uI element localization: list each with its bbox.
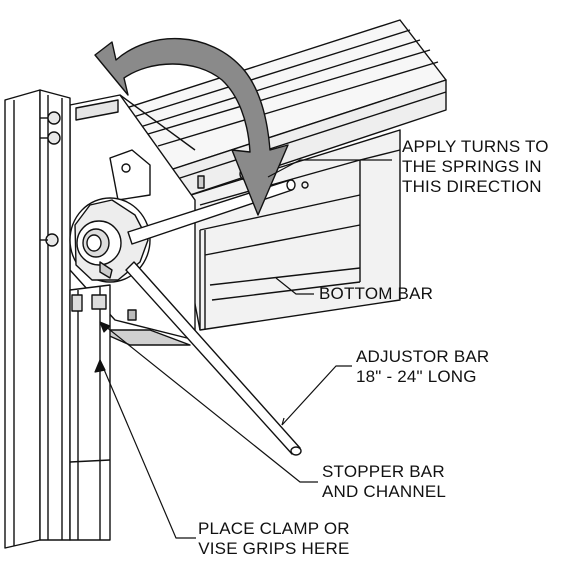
apply-turns-label: APPLY TURNS TO THE SPRINGS IN THIS DIREC… (402, 137, 549, 197)
bottom-bar-leader (275, 277, 314, 295)
place-clamp-label: PLACE CLAMP OR VISE GRIPS HERE (198, 519, 350, 559)
apply-turns-line-3: THIS DIRECTION (402, 177, 542, 196)
bottom-bar-line-1: BOTTOM BAR (319, 284, 434, 303)
apply-turns-line-2: THE SPRINGS IN (402, 157, 542, 176)
stopper-bar-leader (99, 321, 318, 483)
place-clamp-leader (99, 359, 196, 539)
stopper-bar-line-2: AND CHANNEL (322, 482, 447, 501)
winding-cone (69, 197, 151, 283)
apply-turns-leader (267, 159, 392, 178)
adjustor-arrow-head (281, 417, 285, 426)
adjustor-bar-leader (281, 365, 352, 426)
adjustor-bar-line-1: ADJUSTOR BAR (356, 347, 490, 366)
place-clamp-line-1: PLACE CLAMP OR (198, 519, 350, 538)
adjustor-bar-lower (125, 261, 302, 456)
stopper-bar-line-1: STOPPER BAR (322, 462, 445, 481)
adjustor-bar-label: ADJUSTOR BAR 18" - 24" LONG (356, 347, 489, 387)
bottom-bar-label: BOTTOM BAR (319, 284, 433, 304)
rotation-arrow (94, 37, 289, 216)
bearing-bracket (109, 149, 151, 201)
leader-lines (94, 159, 392, 539)
adjustor-bar-line-2: 18" - 24" LONG (356, 367, 477, 386)
apply-turns-line-1: APPLY TURNS TO (402, 137, 549, 156)
vertical-channel (4, 89, 111, 549)
stopper-bar-label: STOPPER BAR AND CHANNEL (322, 462, 446, 502)
place-clamp-line-2: VISE GRIPS HERE (198, 539, 350, 558)
